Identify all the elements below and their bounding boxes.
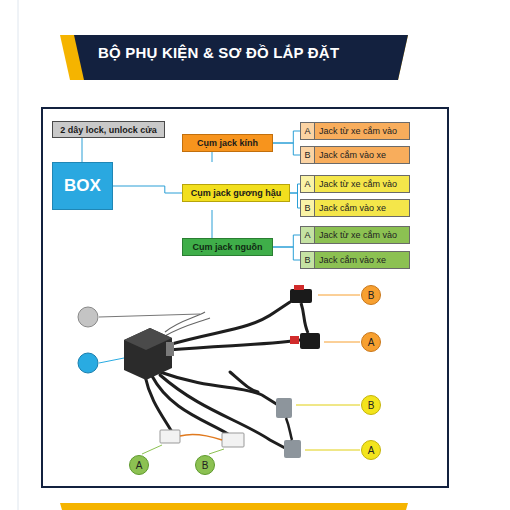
leader-line <box>296 405 360 406</box>
callout-letter: A <box>129 455 149 475</box>
node-label: Cụm jack nguồn <box>192 242 262 252</box>
node-label: Cụm jack kính <box>197 138 258 148</box>
connector-line <box>273 247 300 260</box>
connector-line <box>113 186 182 193</box>
jack-label: Jack từ xe cắm vào <box>315 227 403 243</box>
harness-wire <box>301 303 308 333</box>
connector-line <box>290 184 300 193</box>
node-label: BOX <box>64 176 101 196</box>
jack-letter: A <box>301 176 315 192</box>
connector <box>160 430 180 443</box>
harness-wire <box>180 434 222 440</box>
connector <box>300 333 320 349</box>
connector <box>222 433 244 447</box>
box-module: BOX <box>52 162 113 210</box>
diagram-title: BỘ PHỤ KIỆN & SƠ ĐỒ LẮP ĐẶT <box>98 44 339 61</box>
jack-row: AJack từ xe cắm vào <box>300 226 410 244</box>
jack-row: BJack cắm vào xe <box>300 199 410 217</box>
leader-line <box>324 342 360 343</box>
connector-line <box>290 193 300 208</box>
callout-letter: B <box>361 285 381 305</box>
group-box: 2 dây lock, unlock cửa <box>52 121 165 138</box>
jack-group: Cụm jack kính <box>182 134 273 152</box>
jack-row: AJack từ xe cắm vào <box>300 175 410 193</box>
connector-line <box>273 235 300 247</box>
jack-label: Jack cắm vào xe <box>315 200 392 216</box>
harness-wire <box>286 418 292 440</box>
control-module <box>124 328 172 380</box>
bottom-band <box>60 503 408 510</box>
diagram-frame <box>42 108 448 487</box>
connector-line <box>212 152 213 162</box>
jack-letter: A <box>301 227 315 243</box>
jack-row: BJack cắm vào xe <box>300 251 410 269</box>
jack-group: Cụm jack nguồn <box>182 238 273 256</box>
connector-latch <box>290 336 299 344</box>
leader-line <box>318 295 360 296</box>
leader-line <box>99 358 124 363</box>
callout-letter: A <box>361 332 381 352</box>
connector-line <box>273 143 300 155</box>
node-label: B <box>368 290 375 301</box>
jack-letter: B <box>301 252 315 268</box>
jack-label: Jack từ xe cắm vào <box>315 176 403 192</box>
module-top <box>124 328 172 350</box>
callout-letter: B <box>361 395 381 415</box>
leader-line <box>209 449 224 454</box>
connector <box>290 289 312 303</box>
callout-letter: B <box>195 455 215 475</box>
connector-latch <box>294 285 304 290</box>
module-plug <box>166 342 174 356</box>
lock-wires <box>165 312 210 336</box>
leader-line <box>142 445 162 454</box>
node-label: A <box>368 337 375 348</box>
connector-line <box>273 131 300 143</box>
connector <box>276 398 292 418</box>
connector-line <box>212 210 213 238</box>
node-label: A <box>368 445 375 456</box>
page-edge <box>18 0 19 510</box>
node-label: B <box>368 400 375 411</box>
header-accent <box>60 35 408 80</box>
leader-line <box>305 450 360 451</box>
jack-letter: B <box>301 147 315 163</box>
jack-letter: B <box>301 200 315 216</box>
node-label: B <box>202 460 209 471</box>
jack-row: AJack từ xe cắm vào <box>300 122 410 140</box>
connector-line <box>82 138 83 162</box>
header-band <box>74 35 408 80</box>
jack-label: Jack từ xe cắm vào <box>315 123 403 139</box>
jack-letter: A <box>301 123 315 139</box>
node-label: 2 dây lock, unlock cửa <box>60 125 157 135</box>
harness-wires <box>145 302 300 448</box>
callout-letter: A <box>361 440 381 460</box>
leader-line <box>99 314 200 317</box>
jack-label: Jack cắm vào xe <box>315 252 392 268</box>
callout-circle <box>78 307 98 327</box>
callout-circle <box>78 353 98 373</box>
node-label: Cụm jack gương hậu <box>191 188 281 198</box>
connector <box>284 440 301 458</box>
node-label: A <box>136 460 143 471</box>
jack-label: Jack cắm vào xe <box>315 147 392 163</box>
jack-group: Cụm jack gương hậu <box>182 184 290 202</box>
jack-row: BJack cắm vào xe <box>300 146 410 164</box>
